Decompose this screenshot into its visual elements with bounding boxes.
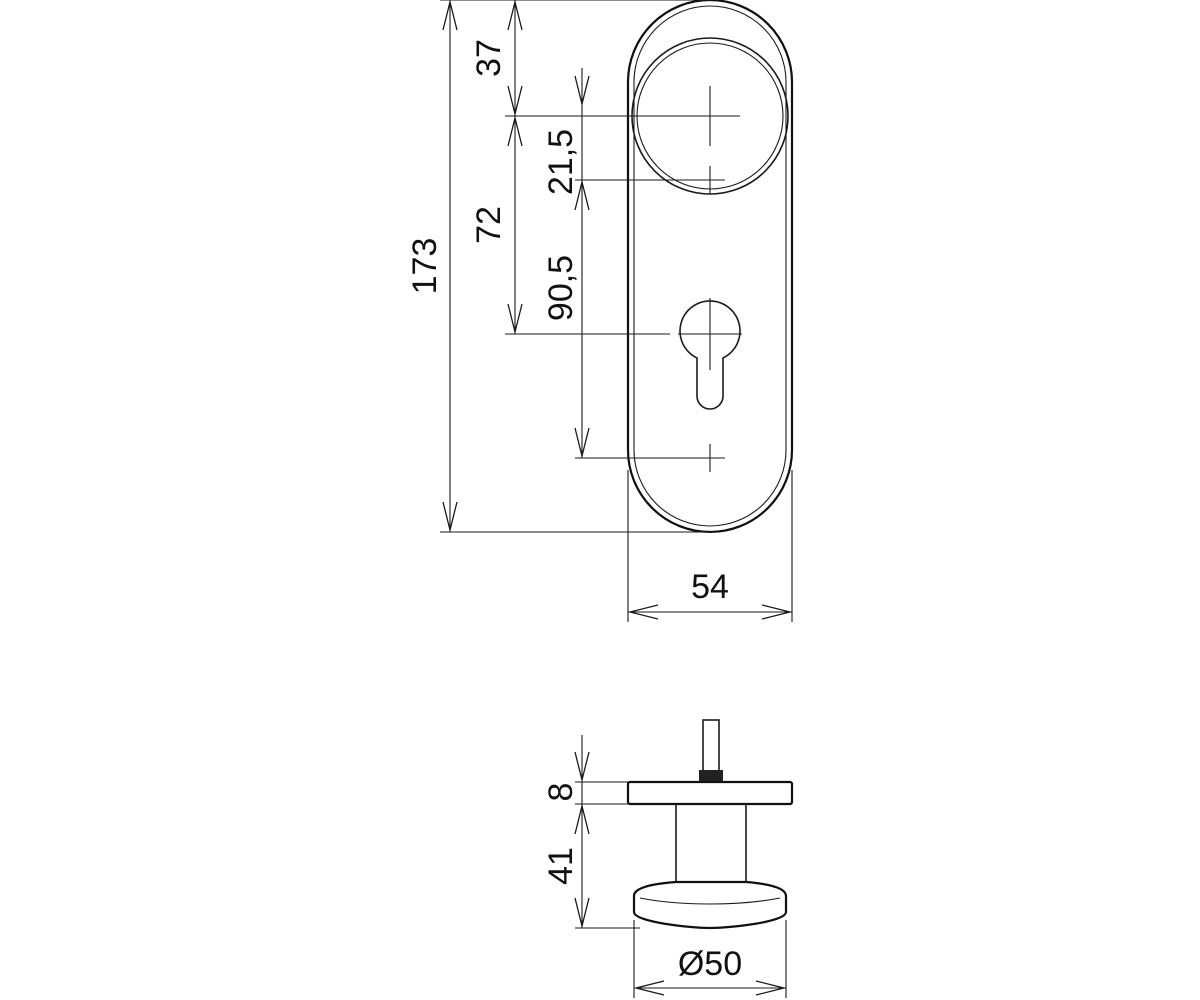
plate-inner-rim [633,5,787,527]
plate-outline [626,0,794,534]
cylinder-keyhole [679,300,741,410]
escutcheon-plate-front-view [626,0,794,534]
dimension-screw-offset: 21,5 [542,68,590,211]
dimension-rose-thickness: 8 [542,735,590,804]
dimension-knob-projection: 41 [542,804,590,928]
dimension-total-height: 173 [406,0,458,532]
knob-head [632,880,788,930]
knob-side-view [626,719,794,930]
rose-thickness-label: 8 [542,783,580,802]
dimension-center-distance: 72 [470,116,523,334]
top-offset-label: 37 [470,39,508,77]
dimension-plate-width: 54 [628,568,792,620]
extension-lines-side [575,781,787,998]
spindle-thread [699,770,723,782]
extension-lines-front [440,0,793,622]
knob-diameter-label: Ø50 [678,945,742,983]
dimension-top-offset: 37 [470,0,523,116]
center-distance-label: 72 [470,206,508,244]
screw-offset-label: 21,5 [542,129,580,195]
rose [626,780,794,806]
knob-projection-label: 41 [542,847,580,885]
dimension-knob-diameter: Ø50 [634,945,786,996]
spindle [702,719,720,773]
screw-spacing-label: 90,5 [542,255,580,321]
dimension-screw-spacing: 90,5 [542,180,590,458]
total-height-label: 173 [406,238,444,295]
plate-width-label: 54 [691,568,729,606]
